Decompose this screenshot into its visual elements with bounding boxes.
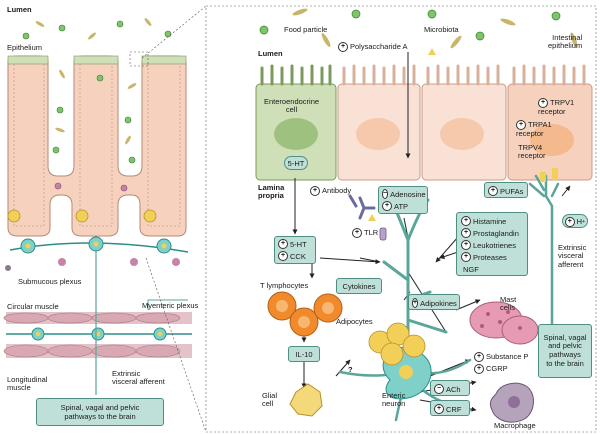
plus-sign: + (278, 251, 288, 261)
minus-sign: − (382, 189, 389, 199)
plus-sign: + (474, 352, 484, 362)
plus-sign: + (461, 252, 471, 262)
zoom-line-bottom (145, 257, 207, 433)
cgrp-label: +CGRP (474, 364, 508, 374)
plus-sign: + (461, 240, 471, 250)
tlr-graphic (379, 227, 387, 241)
t-lymphocytes-label: T lymphocytes (260, 281, 309, 290)
left-pathways-box: Spinal, vagal and pelvic pathways to the… (36, 398, 164, 426)
polysaccharide-a-label: +Polysaccharide A (338, 42, 408, 52)
plus-sign: + (382, 201, 392, 211)
glial-cell-graphic (289, 383, 323, 417)
left-extrinsic-afferent-label: Extrinsic visceral afferent (112, 369, 165, 387)
inflammatory-mediators-box: +Histamine +Prostaglandin +Leukotrienes … (456, 212, 528, 276)
circular-muscle-label: Circular muscle (7, 302, 59, 311)
unknown-pathway-mark: ? (348, 365, 353, 374)
plus-sign: + (434, 404, 444, 414)
ach-box: −ACh (430, 380, 470, 396)
pufas-box: +PUFAs (484, 182, 528, 198)
plus-sign: + (474, 364, 484, 374)
right-lumen-particles (259, 8, 578, 55)
epithelium-label: Epithelium (7, 43, 43, 52)
villi (7, 55, 187, 237)
longitudinal-muscle-label: Longitudinal muscle (7, 375, 48, 393)
t-lymphocytes-graphic (267, 291, 343, 337)
adenosine-atp-box: −Adenosine +ATP (378, 186, 428, 214)
epithelial-cells (255, 64, 593, 181)
right-pathways-box: Spinal, vagal and pelvic pathways to the… (538, 324, 592, 378)
macrophage-graphic (489, 382, 534, 423)
glial-cell-label: Glial cell (262, 391, 278, 409)
right-lumen-label: Lumen (258, 49, 283, 58)
left-lumen-label: Lumen (7, 5, 32, 14)
zoom-line-top (141, 5, 207, 59)
adipocytes-label: Adipocytes (336, 317, 373, 326)
h-plus-bubble: +H+ (562, 214, 588, 228)
cytokines-box: Cytokines (336, 278, 382, 294)
right-extrinsic-afferent-label: Extrinsic visceral afferent (558, 243, 587, 269)
submucous-plexus-label: Submucous plexus (18, 277, 82, 286)
adipokines-box: +Adipokines (408, 294, 460, 310)
myenteric-pointer (147, 299, 188, 310)
intestinal-epithelium-label: Intestinal epithelium (548, 33, 583, 51)
submucous-plexus (5, 209, 189, 271)
plus-sign: + (488, 186, 498, 196)
extrinsic-afferent-graphic (528, 168, 560, 352)
plus-sign: + (461, 228, 471, 238)
enteroendocrine-cell-label: Enteroendocrine cell (264, 97, 320, 115)
il10-box: IL-10 (288, 346, 320, 362)
substance-p-label: +Substance P (474, 352, 529, 362)
trpa1-label: +TRPA1 receptor (516, 119, 552, 138)
plus-sign: + (565, 216, 575, 227)
plus-sign: + (352, 228, 362, 238)
plus-sign: + (461, 216, 471, 226)
food-particle-label: Food particle (284, 25, 328, 34)
trpv1-label: +TRPV1 receptor (538, 97, 575, 116)
myenteric-plexus-label: Myenteric plexus (142, 301, 199, 310)
antibody-graphic (348, 194, 376, 220)
plus-sign: + (278, 239, 288, 249)
5ht-cck-box: +5-HT +CCK (274, 236, 316, 264)
adipocytes-graphic (368, 322, 426, 366)
mast-cells-label: Mast cells (500, 295, 517, 313)
enteric-neuron-label: Enteric neuron (382, 391, 406, 409)
tlr-label: +TLR (352, 228, 378, 238)
trpv4-label: TRPV4 receptor (518, 143, 546, 161)
macrophage-label: Macrophage (494, 421, 536, 430)
microbiota-label: Microbiota (424, 25, 459, 34)
crf-box: +CRF (430, 400, 470, 416)
mast-cells-graphic (469, 301, 539, 345)
muscle-layers (3, 312, 192, 358)
plus-sign: + (338, 42, 348, 52)
lamina-propria-label: Lamina propria (258, 183, 285, 201)
zoom-region (129, 51, 149, 67)
5ht-cell-bubble: 5-HT (284, 156, 308, 170)
minus-sign: − (434, 384, 444, 394)
plus-sign: + (310, 186, 320, 196)
lumen-particles (22, 18, 172, 192)
plus-sign: + (412, 298, 419, 308)
antibody-label: +Antibody (310, 186, 351, 196)
